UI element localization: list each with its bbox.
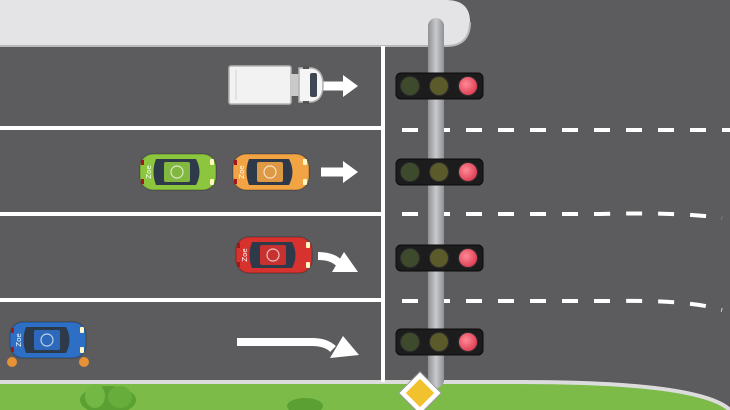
traffic-light-green-lamp — [400, 76, 420, 96]
signal-pole — [428, 18, 444, 388]
lane-line-3 — [0, 298, 384, 302]
traffic-light-lane-2 — [395, 158, 484, 186]
traffic-light-yellow-lamp — [429, 248, 449, 268]
car-red-label: Zoe — [241, 248, 249, 261]
car-blue: Zoe — [7, 321, 89, 367]
arrow-bear-right-lane-3 — [317, 252, 358, 272]
traffic-light-lane-4 — [395, 328, 484, 356]
priority-road-sign — [398, 371, 442, 410]
traffic-light-red-lamp — [458, 248, 478, 268]
traffic-light-yellow-lamp — [429, 162, 449, 182]
stop-line — [381, 46, 385, 382]
traffic-light-yellow-lamp — [429, 332, 449, 352]
traffic-light-green-lamp — [400, 332, 420, 352]
traffic-light-red-lamp — [458, 162, 478, 182]
traffic-light-green-lamp — [400, 248, 420, 268]
bush-decoration — [80, 384, 323, 410]
car-green-label: Zoe — [145, 165, 153, 178]
dashed-lane-lines — [402, 128, 730, 312]
traffic-light-red-lamp — [458, 332, 478, 352]
lane-line-2 — [0, 212, 384, 216]
traffic-light-lane-3 — [395, 244, 484, 272]
car-orange: Zoe — [232, 153, 310, 191]
traffic-light-green-lamp — [400, 162, 420, 182]
car-blue-label: Zoe — [15, 333, 23, 346]
arrow-straight-then-right-lane-4 — [237, 336, 359, 358]
grass-verge — [0, 382, 730, 410]
top-sidewalk — [0, 0, 470, 46]
car-orange-label: Zoe — [238, 165, 246, 178]
traffic-light-yellow-lamp — [429, 76, 449, 96]
traffic-light-red-lamp — [458, 76, 478, 96]
traffic-light-lane-1 — [395, 72, 484, 100]
truck — [228, 65, 324, 105]
traffic-lights — [395, 72, 484, 356]
car-red: Zoe — [235, 236, 313, 274]
car-green: Zoe — [139, 153, 217, 191]
lane-line-1 — [0, 126, 384, 130]
